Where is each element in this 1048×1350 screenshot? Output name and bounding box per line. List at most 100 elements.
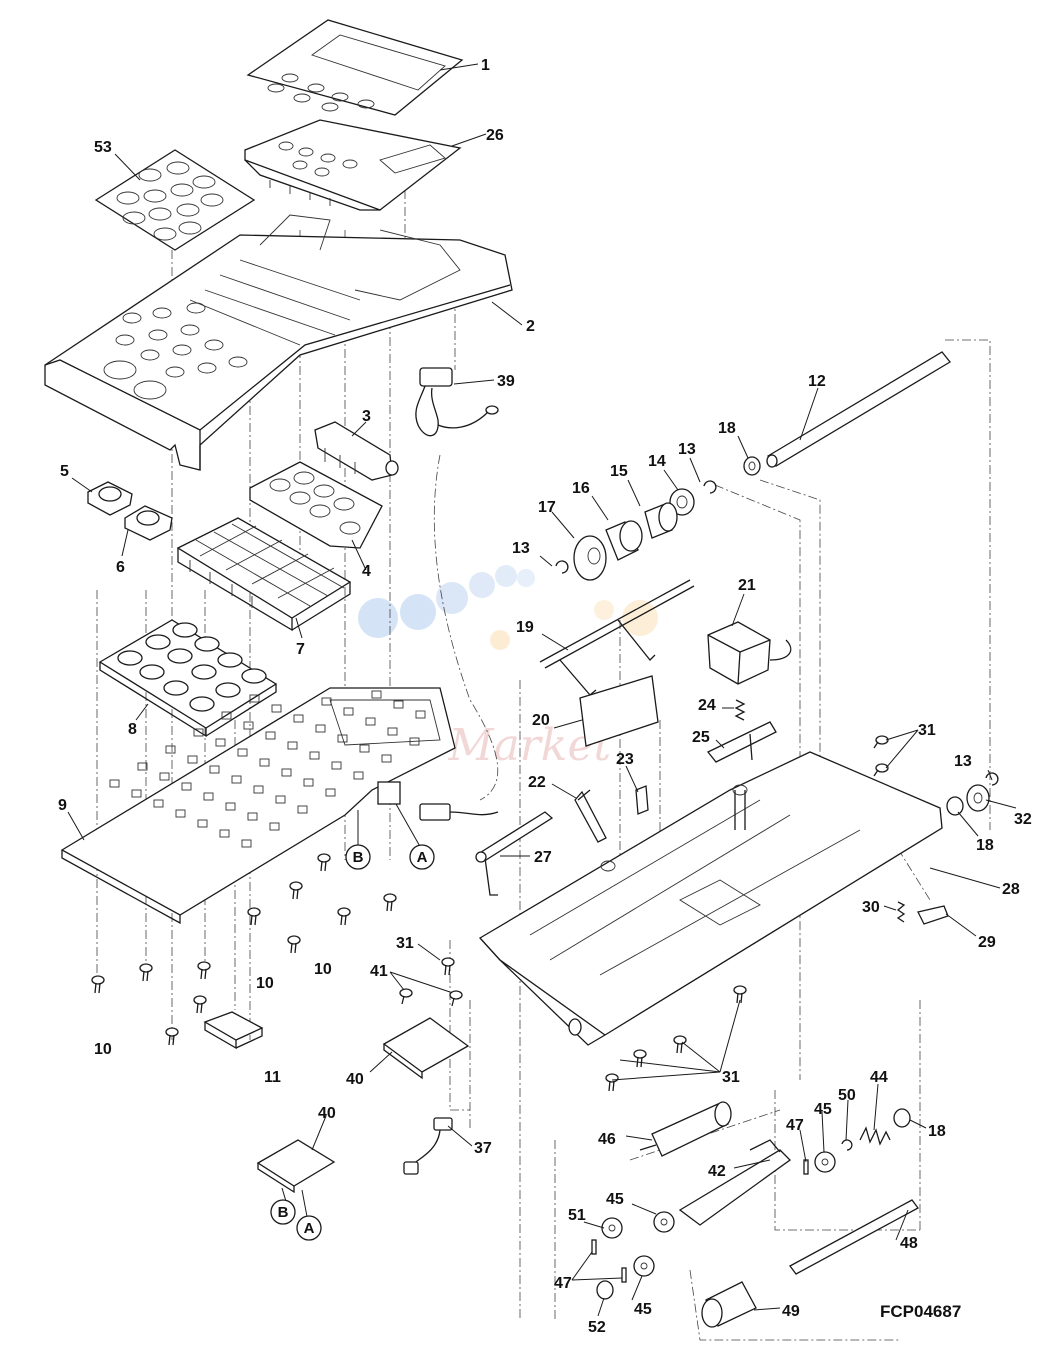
callout-4: 4 bbox=[362, 563, 371, 580]
contact-pad bbox=[181, 782, 192, 791]
diagram-code: FCP04687 bbox=[880, 1302, 961, 1321]
part-40-board-b bbox=[256, 1139, 336, 1194]
contact-pad bbox=[187, 755, 198, 764]
callout-17: 17 bbox=[538, 499, 556, 516]
part-47-pins-b bbox=[591, 1239, 627, 1283]
connector-b-top: B bbox=[345, 844, 371, 870]
callout-30: 30 bbox=[862, 899, 880, 916]
contact-pad bbox=[193, 728, 204, 737]
contact-pad bbox=[315, 724, 326, 733]
callout-13-b: 13 bbox=[512, 540, 530, 557]
callout-45-b: 45 bbox=[606, 1191, 624, 1208]
callout-21: 21 bbox=[738, 577, 756, 594]
contact-pad bbox=[293, 714, 304, 723]
screw-part-10 bbox=[197, 961, 211, 980]
callout-8: 8 bbox=[128, 721, 137, 738]
contact-pad bbox=[409, 737, 420, 746]
screw-part-10 bbox=[247, 907, 261, 926]
contact-pad bbox=[253, 785, 264, 794]
pcb-contact-pads bbox=[109, 690, 426, 848]
contact-pad bbox=[153, 799, 164, 808]
contact-pad bbox=[415, 710, 426, 719]
contact-pad bbox=[337, 734, 348, 743]
callout-1: 1 bbox=[481, 57, 490, 74]
callout-47-a: 47 bbox=[786, 1117, 804, 1134]
contact-pad bbox=[131, 789, 142, 798]
part-2-top-cover bbox=[44, 214, 513, 471]
contact-pad bbox=[359, 744, 370, 753]
leader-lines bbox=[67, 63, 1017, 1317]
part-15-gear bbox=[644, 502, 678, 539]
part-23-bracket bbox=[635, 785, 649, 815]
contact-pad bbox=[365, 717, 376, 726]
contact-pad bbox=[221, 711, 232, 720]
part-16-roller-hub bbox=[605, 520, 643, 561]
part-48-shaft bbox=[789, 1199, 919, 1275]
part-13-clip-a bbox=[703, 480, 717, 494]
part-13-clip-c bbox=[985, 772, 999, 786]
callout-28: 28 bbox=[1002, 881, 1020, 898]
callout-45-a: 45 bbox=[814, 1101, 832, 1118]
callout-52: 52 bbox=[588, 1319, 606, 1336]
callout-39: 39 bbox=[497, 373, 515, 390]
callout-37: 37 bbox=[474, 1140, 492, 1157]
contact-pad bbox=[197, 819, 208, 828]
callout-49: 49 bbox=[782, 1303, 800, 1320]
screw-part-10 bbox=[193, 995, 207, 1014]
callout-42: 42 bbox=[708, 1163, 726, 1180]
callout-10-c: 10 bbox=[94, 1041, 112, 1058]
part-24-spring bbox=[734, 699, 746, 721]
contact-pad bbox=[259, 758, 270, 767]
callout-18-c: 18 bbox=[928, 1123, 946, 1140]
part-31-screws bbox=[441, 957, 747, 1092]
contact-pad bbox=[265, 731, 276, 740]
part-18-bushing-b bbox=[946, 796, 964, 816]
callout-26: 26 bbox=[486, 127, 504, 144]
callout-40-b: 40 bbox=[318, 1105, 336, 1122]
part-12-shaft bbox=[766, 351, 951, 468]
part-9-main-board bbox=[60, 687, 456, 925]
svg-text:B: B bbox=[278, 1204, 289, 1221]
callout-19: 19 bbox=[516, 619, 534, 636]
contact-pad bbox=[243, 721, 254, 730]
contact-pad bbox=[381, 754, 392, 763]
contact-pad bbox=[275, 795, 286, 804]
part-51-gear bbox=[601, 1217, 623, 1239]
part-6-button bbox=[124, 505, 173, 541]
callout-31-a: 31 bbox=[918, 722, 936, 739]
screw-part-10 bbox=[287, 935, 301, 954]
callout-3: 3 bbox=[362, 408, 371, 425]
callout-15: 15 bbox=[610, 463, 628, 480]
part-18-bushing-a bbox=[743, 456, 761, 476]
callout-47-b: 47 bbox=[554, 1275, 572, 1292]
callout-16: 16 bbox=[572, 480, 590, 497]
part-29-lever bbox=[917, 905, 949, 925]
part-30-spring bbox=[896, 901, 906, 923]
callout-2: 2 bbox=[526, 318, 535, 335]
contact-pad bbox=[353, 771, 364, 780]
contact-pad bbox=[237, 748, 248, 757]
callout-31-c: 31 bbox=[722, 1069, 740, 1086]
contact-pad bbox=[109, 779, 120, 788]
screw-part-10 bbox=[383, 893, 397, 912]
callout-labels: 1 26 53 2 39 3 5 6 4 7 8 9 10 10 10 11 1… bbox=[58, 57, 1032, 1336]
callout-40-a: 40 bbox=[346, 1071, 364, 1088]
part-8-rubber-sheet bbox=[98, 619, 278, 738]
part-45-gear-a bbox=[814, 1151, 836, 1173]
part-40-board-a bbox=[382, 1017, 470, 1080]
callout-9: 9 bbox=[58, 797, 67, 814]
contact-pad bbox=[209, 765, 220, 774]
callout-25: 25 bbox=[692, 729, 710, 746]
part-45-gear-c bbox=[633, 1255, 655, 1277]
callout-11: 11 bbox=[264, 1069, 281, 1086]
part-25-lever bbox=[706, 721, 777, 763]
part-27-arm bbox=[475, 811, 554, 896]
callout-6: 6 bbox=[116, 559, 125, 576]
callout-7: 7 bbox=[296, 641, 305, 658]
part-11-pad bbox=[203, 1011, 264, 1050]
callout-46: 46 bbox=[598, 1131, 616, 1148]
callout-13-c: 13 bbox=[954, 753, 972, 770]
callout-20: 20 bbox=[532, 712, 550, 729]
callout-10-b: 10 bbox=[314, 961, 332, 978]
